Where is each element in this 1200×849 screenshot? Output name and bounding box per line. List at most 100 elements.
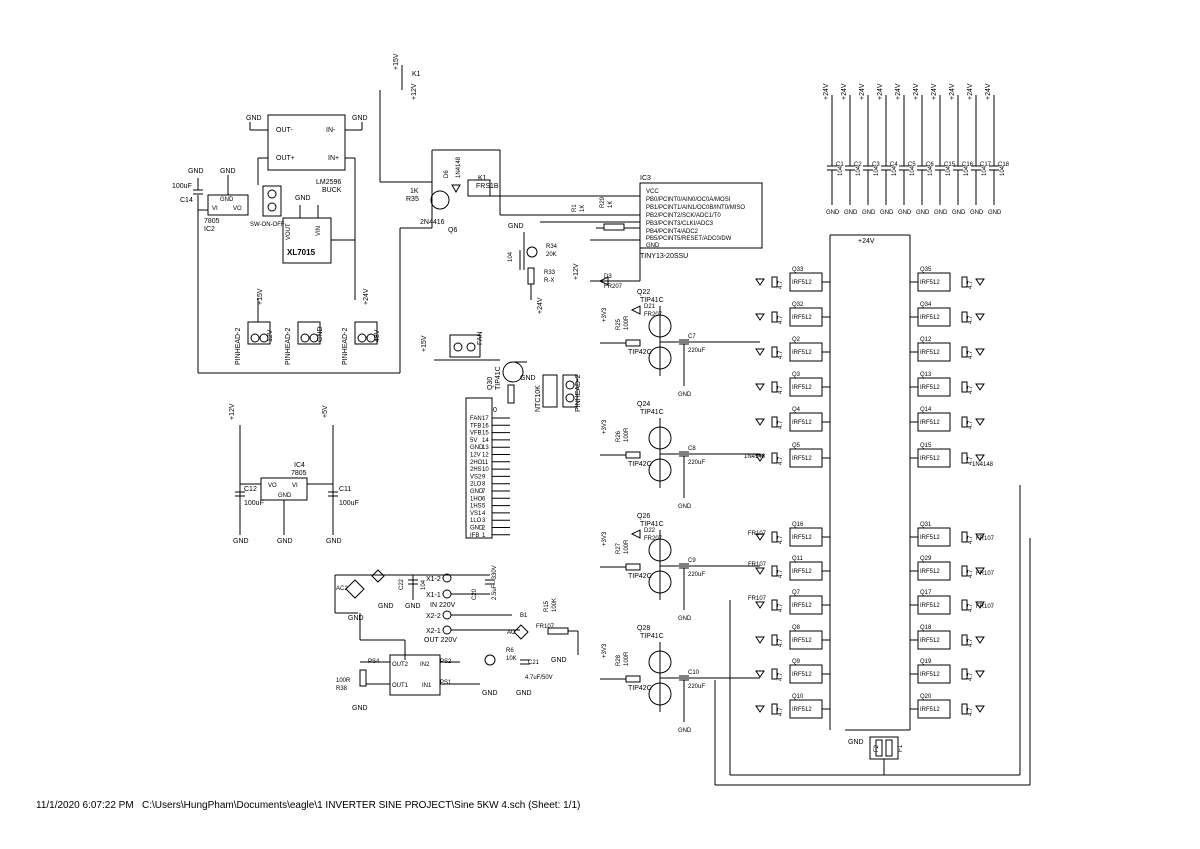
- mosfet-name: Q29: [920, 556, 932, 562]
- gnd-label: GND: [844, 210, 858, 216]
- ic3-pin: PB0/PCINT0/AIN0/OC0A/MOSI: [646, 197, 731, 203]
- ic3-pin: PB2/PCINT2/SCK/ADC1/T0: [646, 213, 721, 219]
- rail-label: +24V: [823, 83, 830, 100]
- rail-label: +12V: [229, 403, 236, 420]
- driver-r-value: 100R: [624, 427, 630, 442]
- opto-pin: IN2: [420, 662, 430, 668]
- gate-r-value: 4.7: [778, 603, 784, 612]
- gnd-label: GND: [348, 615, 364, 622]
- gnd-label: GND: [482, 690, 498, 697]
- ic3-name: IC3: [640, 175, 651, 182]
- mosfet-banks: Q33IRF5124.7Q32IRF5124.7Q2IRF5124.7Q3IRF…: [744, 267, 995, 719]
- driver-q-value: TIP41C: [640, 633, 664, 640]
- gnd-label: GND: [898, 210, 912, 216]
- c14-value: 100uF: [172, 183, 192, 190]
- connector-pin-number: 17: [482, 416, 489, 422]
- driver-c-name: C10: [688, 670, 700, 676]
- rail-label: +24V: [949, 83, 956, 100]
- rail-label: +24V: [877, 83, 884, 100]
- gnd-label: GND: [848, 739, 864, 746]
- cap-name: C2: [854, 162, 862, 168]
- mosfet-value: IRF512: [792, 315, 812, 321]
- gate-r-value: 4.7: [778, 672, 784, 681]
- rail-label: +24V: [931, 83, 938, 100]
- mosfet-value: IRF512: [920, 603, 940, 609]
- r35-name: R35: [406, 196, 419, 203]
- out-minus-label: OUT-: [276, 127, 293, 134]
- pinhead-gnd: PINHEAD-2 GND: [285, 321, 324, 365]
- connector-pin-label: GND: [470, 489, 484, 495]
- mosfet-name: Q14: [920, 407, 932, 413]
- connector-pin-label: IFB: [470, 533, 479, 539]
- driver-q-value: TIP41C: [640, 521, 664, 528]
- cap-value: 104: [982, 165, 988, 176]
- footer: 11/1/2020 6:07:22 PM C:\Users\HungPham\D…: [36, 800, 580, 811]
- x2-1-label: X2-1: [426, 628, 441, 635]
- rail-label: +24V: [841, 83, 848, 100]
- vi-label: VI: [212, 206, 218, 212]
- f1-label: F1: [898, 744, 904, 752]
- cap-value: 104: [964, 165, 970, 176]
- q6-value: 2N4416: [420, 219, 445, 226]
- cap-name: C6: [926, 162, 934, 168]
- gnd-label: GND: [520, 375, 536, 382]
- mosfet-value: IRF512: [920, 420, 940, 426]
- driver-r-name: R25: [616, 318, 622, 330]
- gnd-label: GND: [970, 210, 984, 216]
- ic2-regulator: VI VO GND 7805 IC2 GND GND 100uF C14: [172, 168, 432, 374]
- gnd-label: GND: [233, 538, 249, 545]
- connector-pin-label: FAN: [470, 416, 482, 422]
- mosfet-value: IRF512: [920, 535, 940, 541]
- r29-value: 1K: [608, 201, 614, 208]
- n4148-label: 1N4148: [456, 156, 462, 178]
- gnd-label: GND: [678, 728, 692, 734]
- driver-r-name: R28: [616, 654, 622, 666]
- ic3-pin: VCC: [646, 189, 659, 195]
- gnd-label: GND: [405, 603, 421, 610]
- gate-r-value: 4.7: [968, 672, 974, 681]
- d3-name: D3: [604, 274, 612, 280]
- rail-label: +15V: [421, 335, 428, 352]
- connector-pin-number: 9: [482, 474, 486, 480]
- gnd-label: GND: [934, 210, 948, 216]
- driver-q-name: Q28: [637, 625, 650, 632]
- ntc-label: NTC10K: [535, 385, 542, 412]
- pinhead-label: PINHEAD-2: [575, 375, 582, 412]
- r34-name: R34: [546, 244, 558, 250]
- rail-label: +24V: [985, 83, 992, 100]
- c20-name: C20: [472, 588, 478, 600]
- connector-pin-label: 2LO: [470, 482, 482, 488]
- d6-label: D6: [444, 170, 450, 178]
- ic4-value: 7805: [291, 470, 307, 477]
- ic3-pin: PB5/PCINT5/RESET/ADC0/DW: [646, 236, 732, 242]
- r1-value: 1K: [580, 205, 586, 212]
- driver-q-name: Q22: [637, 289, 650, 296]
- c20-value: 2.5uF - 330V: [492, 565, 498, 600]
- fr107-label: FR107: [748, 562, 767, 568]
- driver-d-name: D21: [644, 304, 656, 310]
- rail-label: +24V: [858, 238, 875, 245]
- pinhead-12v: PINHEAD-2 12V +15V: [235, 288, 274, 365]
- mosfet-value: IRF512: [792, 638, 812, 644]
- vin-label: VIN: [316, 226, 322, 236]
- cap-name: C3: [872, 162, 880, 168]
- gate-r-value: 4.7: [778, 350, 784, 359]
- gate-r-value: 4.7: [778, 569, 784, 578]
- connector-pin-label: 5V: [470, 438, 477, 444]
- connector-pin-label: 12V: [470, 453, 481, 459]
- mosfet-name: Q31: [920, 522, 932, 528]
- mosfet-value: IRF512: [792, 350, 812, 356]
- pinhead-name: PINHEAD-2: [342, 328, 349, 365]
- pinhead-label: 48V: [374, 329, 381, 342]
